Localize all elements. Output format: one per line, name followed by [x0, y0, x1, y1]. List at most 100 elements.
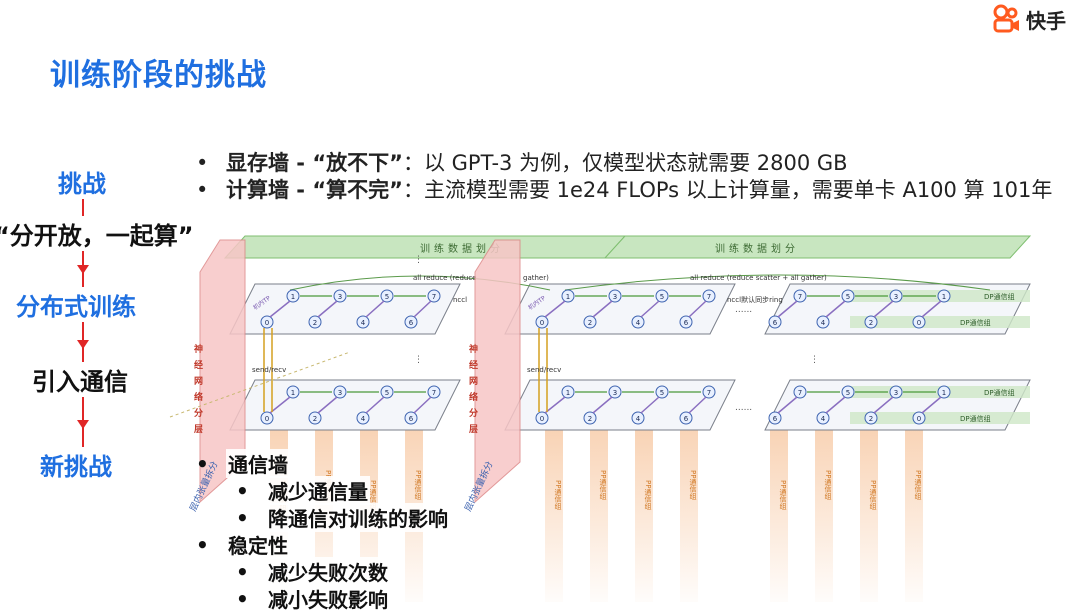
allreduce-arc-right — [564, 274, 991, 291]
svg-text:⋮: ⋮ — [414, 255, 423, 265]
challenge-bullets: • 显存墙 - “放不下”：以 GPT-3 为例，仅模型状态就需要 2800 G… — [196, 150, 1056, 204]
svg-text:4: 4 — [361, 319, 366, 327]
flow-step-communication: 引入通信 — [30, 362, 130, 397]
allreduce-label-left-end: gather) — [523, 274, 549, 282]
bullet-dot: • — [196, 151, 209, 175]
svg-text:0: 0 — [917, 319, 921, 327]
svg-text:2: 2 — [588, 415, 592, 423]
svg-text:⋮: ⋮ — [810, 355, 819, 365]
bullet-communication-wall: • 通信墙 — [196, 449, 450, 478]
bullet-title: 计算墙 - “算不完” — [226, 178, 403, 202]
svg-text:0: 0 — [540, 415, 544, 423]
allreduce-label-right: all reduce (reduce scatter + all gather) — [690, 274, 827, 282]
svg-text:3: 3 — [613, 293, 617, 301]
bullet-label: 通信墙 — [226, 449, 290, 478]
layer-split-label-left: 神经网络分层 — [192, 343, 203, 440]
svg-text:5: 5 — [660, 389, 664, 397]
dp-labels: DP通信组 DP通信组 DP通信组 DP通信组 — [960, 292, 1015, 423]
flow-step-split-compute: “分开放，一起算” — [0, 216, 196, 251]
svg-text:6: 6 — [409, 319, 414, 327]
ellipsis-dots: ...... ...... ⋮ ⋮ ⋮ — [414, 255, 819, 413]
svg-text:2: 2 — [869, 319, 873, 327]
svg-text:3: 3 — [613, 389, 617, 397]
pp-label: PP通信组 — [689, 470, 697, 500]
dp-label: DP通信组 — [984, 388, 1015, 397]
svg-text:6: 6 — [684, 415, 689, 423]
layer-panel-right — [474, 239, 521, 504]
svg-text:1: 1 — [291, 389, 295, 397]
svg-text:4: 4 — [821, 415, 826, 423]
bullet-text: ：主流模型需要 1e24 FLOPs 以上计算量，需要单卡 A100 算 101… — [402, 178, 1053, 202]
svg-text:7: 7 — [798, 293, 802, 301]
flow-arrow-icon — [77, 265, 89, 274]
data-split-label-left: 训练数据划分 — [420, 242, 504, 255]
svg-text:1: 1 — [291, 293, 295, 301]
svg-text:⋮: ⋮ — [414, 355, 423, 365]
svg-text:0: 0 — [265, 415, 269, 423]
logo-text: 快手 — [1026, 8, 1066, 33]
svg-text:6: 6 — [409, 415, 414, 423]
layer-panel-left — [199, 239, 246, 504]
pp-label: PP通信组 — [779, 480, 787, 510]
flow-step-distributed: 分布式训练 — [14, 287, 138, 322]
svg-text:1: 1 — [942, 389, 946, 397]
send-recv-label-right: send/recv — [527, 366, 561, 374]
bullet-dot: • — [236, 505, 249, 530]
flow-arrow-icon — [77, 340, 89, 349]
svg-text:......: ...... — [735, 305, 752, 315]
flow-arrow-icon — [77, 420, 89, 429]
dp-label: DP通信组 — [960, 318, 991, 327]
pp-label: PP通信组 — [369, 480, 377, 510]
nccl-label-left: nccl — [453, 296, 467, 304]
svg-text:5: 5 — [660, 293, 664, 301]
ring-arrows — [300, 295, 936, 393]
ring-links — [269, 300, 942, 414]
sub-bullet-text: 减少通信量 — [266, 476, 370, 505]
flow-step-challenge: 挑战 — [56, 164, 108, 199]
allreduce-label-left: all reduce (reduce — [413, 274, 477, 282]
brand-logo: 快手 — [992, 4, 1066, 34]
sub-bullet-text: 降通信对训练的影响 — [266, 503, 450, 532]
sub-bullet-text: 减少失败次数 — [266, 557, 390, 586]
sub-bullet-text: 减小失败影响 — [266, 584, 390, 613]
pp-label: PP通信组 — [414, 470, 422, 500]
dp-label: DP通信组 — [960, 414, 991, 423]
flow-line — [82, 190, 84, 474]
bullet-text: ：以 GPT-3 为例，仅模型状态就需要 2800 GB — [402, 151, 848, 175]
bullet-dot: • — [196, 451, 209, 476]
sub-bullet: •减少失败次数 — [196, 557, 450, 586]
svg-text:7: 7 — [707, 389, 711, 397]
pp-label: PP通信组 — [914, 470, 922, 500]
svg-text:4: 4 — [636, 319, 641, 327]
svg-text:4: 4 — [636, 415, 641, 423]
svg-text:5: 5 — [846, 389, 850, 397]
svg-text:3: 3 — [894, 293, 898, 301]
sub-bullet: • 降通信对训练的影响 — [196, 503, 450, 532]
bullet-dot: • — [236, 478, 249, 503]
flow-step-new-challenge: 新挑战 — [38, 447, 114, 482]
kuaishou-logo-icon — [993, 4, 1019, 33]
svg-text:4: 4 — [821, 319, 826, 327]
new-challenge-bullets: •通信墙 •减少通信量 •降通信对训练的影响 •稳定性 •减少失败次数 •减小失… — [196, 449, 450, 613]
svg-text:0: 0 — [917, 415, 921, 423]
svg-text:7: 7 — [432, 293, 436, 301]
svg-text:......: ...... — [735, 403, 752, 413]
pp-label: PP通信组 — [824, 470, 832, 500]
bullet-dot: • — [196, 178, 209, 202]
layer-split-label-right: 神经网络分层 — [467, 343, 478, 440]
svg-text:2: 2 — [313, 415, 317, 423]
svg-text:1: 1 — [566, 293, 570, 301]
bullet-compute-wall: • 计算墙 - “算不完”：主流模型需要 1e24 FLOPs 以上计算量，需要… — [196, 177, 1056, 204]
bullet-dot: • — [236, 586, 249, 611]
pp-label: PP通信组 — [554, 480, 562, 510]
bullet-title: 显存墙 - “放不下” — [226, 151, 403, 175]
send-recv-label-left: send/recv — [252, 366, 286, 374]
svg-text:1: 1 — [566, 389, 570, 397]
bullet-dot: • — [196, 532, 209, 557]
challenge-flow: 挑战 “分开放，一起算” 分布式训练 引入通信 新挑战 — [0, 150, 230, 490]
data-split-label-right: 训练数据划分 — [715, 242, 799, 255]
page-title: 训练阶段的挑战 — [50, 58, 267, 93]
svg-text:5: 5 — [385, 389, 389, 397]
sub-bullet: • 减小失败影响 — [196, 584, 450, 613]
